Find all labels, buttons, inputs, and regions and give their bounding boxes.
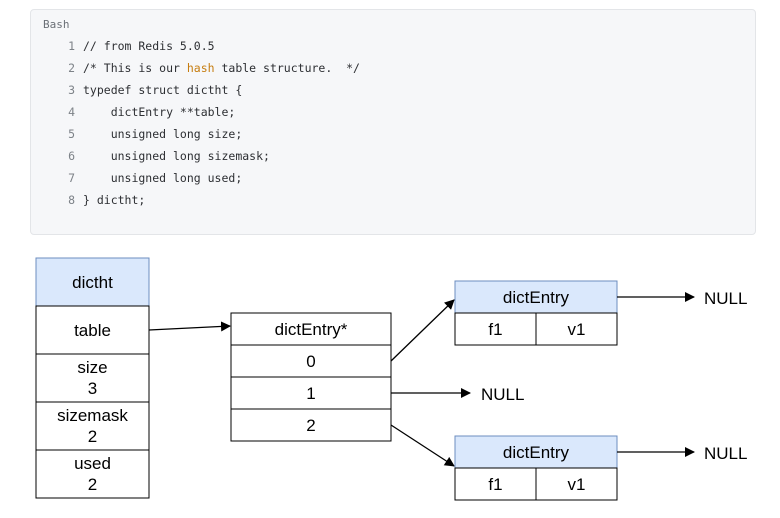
code-line: 6 unsigned long sizemask; [31, 145, 360, 167]
code-text: dictEntry **table; [83, 105, 236, 119]
code-text: /* This is our [83, 61, 187, 75]
code-text: unsigned long sizemask; [83, 149, 270, 163]
dictentry-array: dictEntry* 0 1 2 [230, 312, 392, 442]
entry-top-header-box [454, 280, 618, 314]
line-number: 3 [68, 83, 75, 97]
dictht-header-text: dictht [72, 273, 113, 292]
line-number: 1 [68, 39, 75, 53]
entry-top-key-box [454, 312, 537, 346]
code-block: Bash 1 // from Redis 5.0.5 2 /* This is our… [30, 9, 756, 235]
array-slot-2-box [230, 408, 392, 442]
code-keyword: hash [186, 61, 215, 75]
dictht-sizemask-value: 2 [88, 427, 97, 446]
dictht-header-box [35, 257, 150, 307]
dictht-struct: dictht table size 3 sizemask 2 used 2 [35, 257, 150, 499]
slot-1-null-text: NULL [481, 385, 524, 404]
slot-0-arrow [390, 299, 455, 362]
entry-bottom-header-text: dictEntry [503, 443, 570, 462]
dictht-size-value: 3 [88, 379, 97, 398]
code-line: 4 dictEntry **table; [31, 101, 360, 123]
dictentry-bottom: dictEntry f1 v1 [454, 435, 618, 501]
dictht-table-cell [35, 305, 150, 355]
dictentry-top: dictEntry f1 v1 [454, 280, 618, 346]
code-text: unsigned long size; [83, 127, 243, 141]
dictht-table-text: table [74, 321, 111, 340]
array-slot-0-box [230, 344, 392, 378]
code-text: // from Redis 5.0.5 [83, 39, 215, 53]
entry-bottom-key-text: f1 [488, 475, 502, 494]
dictht-size-label: size [77, 358, 107, 377]
code-line: 7 unsigned long used; [31, 167, 360, 189]
slot-2-arrow [390, 424, 455, 467]
entry-top-key-text: f1 [488, 320, 502, 339]
entry-top-header-text: dictEntry [503, 288, 570, 307]
table-pointer-arrow [148, 321, 231, 332]
entry-bottom-value-box [535, 467, 618, 501]
code-line: 1 // from Redis 5.0.5 [31, 35, 360, 57]
line-number: 7 [68, 171, 75, 185]
code-line: 5 unsigned long size; [31, 123, 360, 145]
line-number: 2 [68, 61, 75, 75]
entry-top-value-box [535, 312, 618, 346]
line-number: 4 [68, 105, 75, 119]
entry-top-value-text: v1 [568, 320, 586, 339]
code-text: table structure. */ [214, 61, 360, 75]
entry-bottom-key-box [454, 467, 537, 501]
array-slot-1-box [230, 376, 392, 410]
array-slot-2-text: 2 [306, 416, 315, 435]
line-number: 5 [68, 127, 75, 141]
dictht-sizemask-cell [35, 401, 150, 451]
dictht-used-label: used [74, 454, 111, 473]
code-text: typedef struct dictht { [83, 83, 243, 97]
code-text: unsigned long used; [83, 171, 243, 185]
code-line: 8 } dictht; [31, 189, 360, 211]
array-header-box [230, 312, 392, 346]
entry-bottom-value-text: v1 [568, 475, 586, 494]
entry-bottom-null-text: NULL [704, 444, 747, 463]
code-language-label: Bash [43, 18, 70, 31]
dictht-used-cell [35, 449, 150, 499]
code-line: 3 typedef struct dictht { [31, 79, 360, 101]
entry-top-null-text: NULL [704, 289, 747, 308]
code-line: 2 /* This is our hash table structure. */ [31, 57, 360, 79]
array-header-text: dictEntry* [275, 320, 348, 339]
array-slot-1-text: 1 [306, 384, 315, 403]
line-number: 8 [68, 193, 75, 207]
dictht-sizemask-label: sizemask [57, 406, 128, 425]
dictht-used-value: 2 [88, 475, 97, 494]
array-slot-0-text: 0 [306, 352, 315, 371]
dictht-size-cell [35, 353, 150, 403]
code-text: } dictht; [83, 193, 146, 207]
line-number: 6 [68, 149, 75, 163]
code-lines: 1 // from Redis 5.0.5 2 /* This is our hash… [31, 35, 360, 211]
